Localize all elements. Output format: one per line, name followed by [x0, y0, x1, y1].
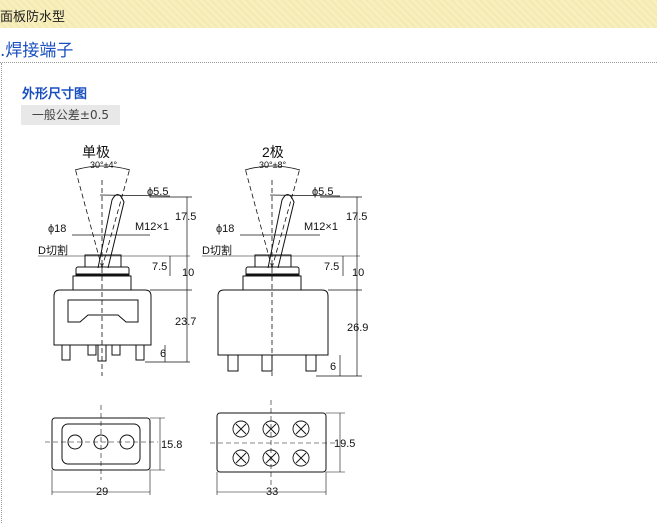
double-thread: M12×1 — [304, 221, 338, 233]
single-title: 单极 — [82, 144, 110, 160]
category-title: 面板防水型 — [0, 10, 66, 25]
double-dim-7-5: 7.5 — [324, 261, 339, 273]
single-dim-17-5: 17.5 — [175, 211, 196, 223]
divider — [0, 62, 657, 63]
double-dim-10: 10 — [352, 267, 364, 279]
double-pole-side-view: 2极 30°±8° ϕ5.5 17.5 ϕ18 M12×1 D切割 7.5 10… — [202, 144, 368, 377]
single-dim-7-5: 7.5 — [152, 261, 167, 273]
section-title: .焊接端子 — [0, 41, 74, 61]
single-dim-6: 6 — [160, 348, 166, 360]
single-lever-dia: ϕ5.5 — [147, 186, 168, 198]
double-pole-bottom-view: 33 19.5 — [210, 400, 355, 498]
single-pole-side-view: 单极 30°±4° ϕ5.5 17.5 ϕ18 M12×1 D切割 7.5 10… — [38, 144, 196, 376]
double-angle: 30°±8° — [259, 160, 287, 170]
tolerance-label: 一般公差±0.5 — [21, 105, 120, 125]
single-d-cut: D切割 — [38, 243, 68, 257]
single-bushing-dia: ϕ18 — [48, 223, 66, 235]
double-lever-dia: ϕ5.5 — [312, 186, 333, 198]
single-dim-23-7: 23.7 — [175, 316, 196, 328]
category-header: 面板防水型 — [0, 0, 657, 28]
double-depth: 19.5 — [334, 438, 355, 450]
subsection-title: 外形尺寸图 — [22, 87, 88, 102]
single-pole-bottom-view: 29 15.8 — [45, 405, 182, 498]
single-depth: 15.8 — [161, 439, 182, 451]
double-bushing-dia: ϕ18 — [216, 223, 234, 235]
content-border — [1, 63, 2, 523]
single-thread: M12×1 — [135, 221, 169, 233]
double-d-cut: D切割 — [202, 243, 232, 257]
single-width: 29 — [96, 486, 108, 498]
double-dim-6: 6 — [330, 361, 336, 373]
double-title: 2极 — [262, 144, 284, 160]
double-dim-26-9: 26.9 — [347, 322, 368, 334]
double-width: 33 — [266, 486, 278, 498]
single-angle: 30°±4° — [90, 160, 118, 170]
single-dim-10: 10 — [182, 267, 194, 279]
